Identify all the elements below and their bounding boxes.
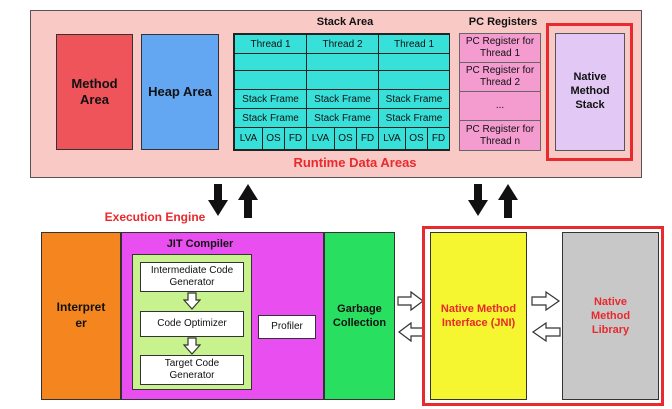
stack-frame: Stack Frame <box>234 108 307 128</box>
stack-area-title: Stack Area <box>316 16 374 28</box>
stack-os: OS <box>405 127 428 150</box>
interpreter-box: Interpret er <box>41 232 121 400</box>
stack-area-grid: Thread 1 Thread 2 Thread 1 Stack Frame S… <box>233 33 450 151</box>
native-section-highlight <box>422 226 664 406</box>
stack-thread-header: Thread 1 <box>234 34 307 54</box>
stack-fd: FD <box>284 127 307 150</box>
target-code-generator: Target Code Generator <box>140 355 244 385</box>
stack-frame-empty <box>234 53 307 71</box>
garbage-collection-box: Garbage Collection <box>324 232 395 400</box>
stack-lva: LVA <box>306 127 335 150</box>
hollow-arrow-left-icon <box>398 321 425 343</box>
method-area-box: Method Area <box>56 34 133 150</box>
pc-register-thread-2: PC Register for Thread 2 <box>459 62 541 92</box>
stack-frame-empty <box>378 70 450 90</box>
native-method-stack-label: Native Method Stack <box>570 71 610 111</box>
heap-area-box: Heap Area <box>141 34 219 150</box>
stack-thread-header: Thread 2 <box>306 34 379 54</box>
stack-frame: Stack Frame <box>306 89 379 109</box>
stack-lva: LVA <box>234 127 263 150</box>
interpreter-label: Interpret er <box>56 300 106 330</box>
stack-fd: FD <box>356 127 379 150</box>
hollow-arrow-right-icon <box>531 290 561 312</box>
pc-register-thread-n: PC Register for Thread n <box>459 120 541 151</box>
stack-fd: FD <box>427 127 450 150</box>
execution-engine-label: Execution Engine <box>104 210 206 224</box>
stack-frame-empty <box>234 70 307 90</box>
jni-label: Native Method Interface (JNI) <box>440 302 517 329</box>
intermediate-code-generator: Intermediate Code Generator <box>140 262 244 292</box>
native-method-stack-box: Native Method Stack <box>555 33 625 151</box>
stack-lva: LVA <box>378 127 406 150</box>
jit-compiler-title: JIT Compiler <box>166 238 234 250</box>
native-method-stack-highlight <box>546 23 633 161</box>
hollow-arrow-down-icon <box>183 292 201 310</box>
arrow-up-icon <box>498 184 518 218</box>
runtime-data-areas-label: Runtime Data Areas <box>293 154 417 170</box>
method-area-label: Method Area <box>71 75 118 107</box>
hollow-arrow-down-icon <box>183 337 201 355</box>
stack-frame: Stack Frame <box>234 89 307 109</box>
stack-thread-header: Thread 1 <box>378 34 450 54</box>
arrow-down-icon <box>468 184 488 216</box>
pc-registers-title: PC Registers <box>468 16 538 28</box>
arrow-up-icon <box>238 184 258 218</box>
garbage-collection-label: Garbage Collection <box>332 302 387 329</box>
stack-frame-empty <box>306 70 379 90</box>
stack-frame: Stack Frame <box>378 89 450 109</box>
native-method-library-box: Native Method Library <box>562 232 659 400</box>
stack-frame-empty <box>378 53 450 71</box>
pc-register-ellipsis: ... <box>459 91 541 121</box>
stack-os: OS <box>334 127 357 150</box>
native-runtime-arrows <box>468 184 518 218</box>
hollow-arrow-right-icon <box>397 290 424 312</box>
pc-register-thread-1: PC Register for Thread 1 <box>459 33 541 63</box>
stack-frame-empty <box>306 53 379 71</box>
arrow-down-icon <box>208 184 228 216</box>
jni-library-arrows <box>531 290 561 343</box>
hollow-arrow-left-icon <box>531 321 561 343</box>
stack-frame: Stack Frame <box>378 108 450 128</box>
code-optimizer: Code Optimizer <box>140 311 244 337</box>
native-method-library-label: Native Method Library <box>590 295 631 337</box>
jni-box: Native Method Interface (JNI) <box>430 232 527 400</box>
stack-os: OS <box>262 127 285 150</box>
profiler-box: Profiler <box>258 315 316 339</box>
stack-frame: Stack Frame <box>306 108 379 128</box>
heap-area-label: Heap Area <box>148 83 212 99</box>
engine-runtime-arrows <box>208 184 258 218</box>
engine-jni-arrows <box>397 290 425 343</box>
